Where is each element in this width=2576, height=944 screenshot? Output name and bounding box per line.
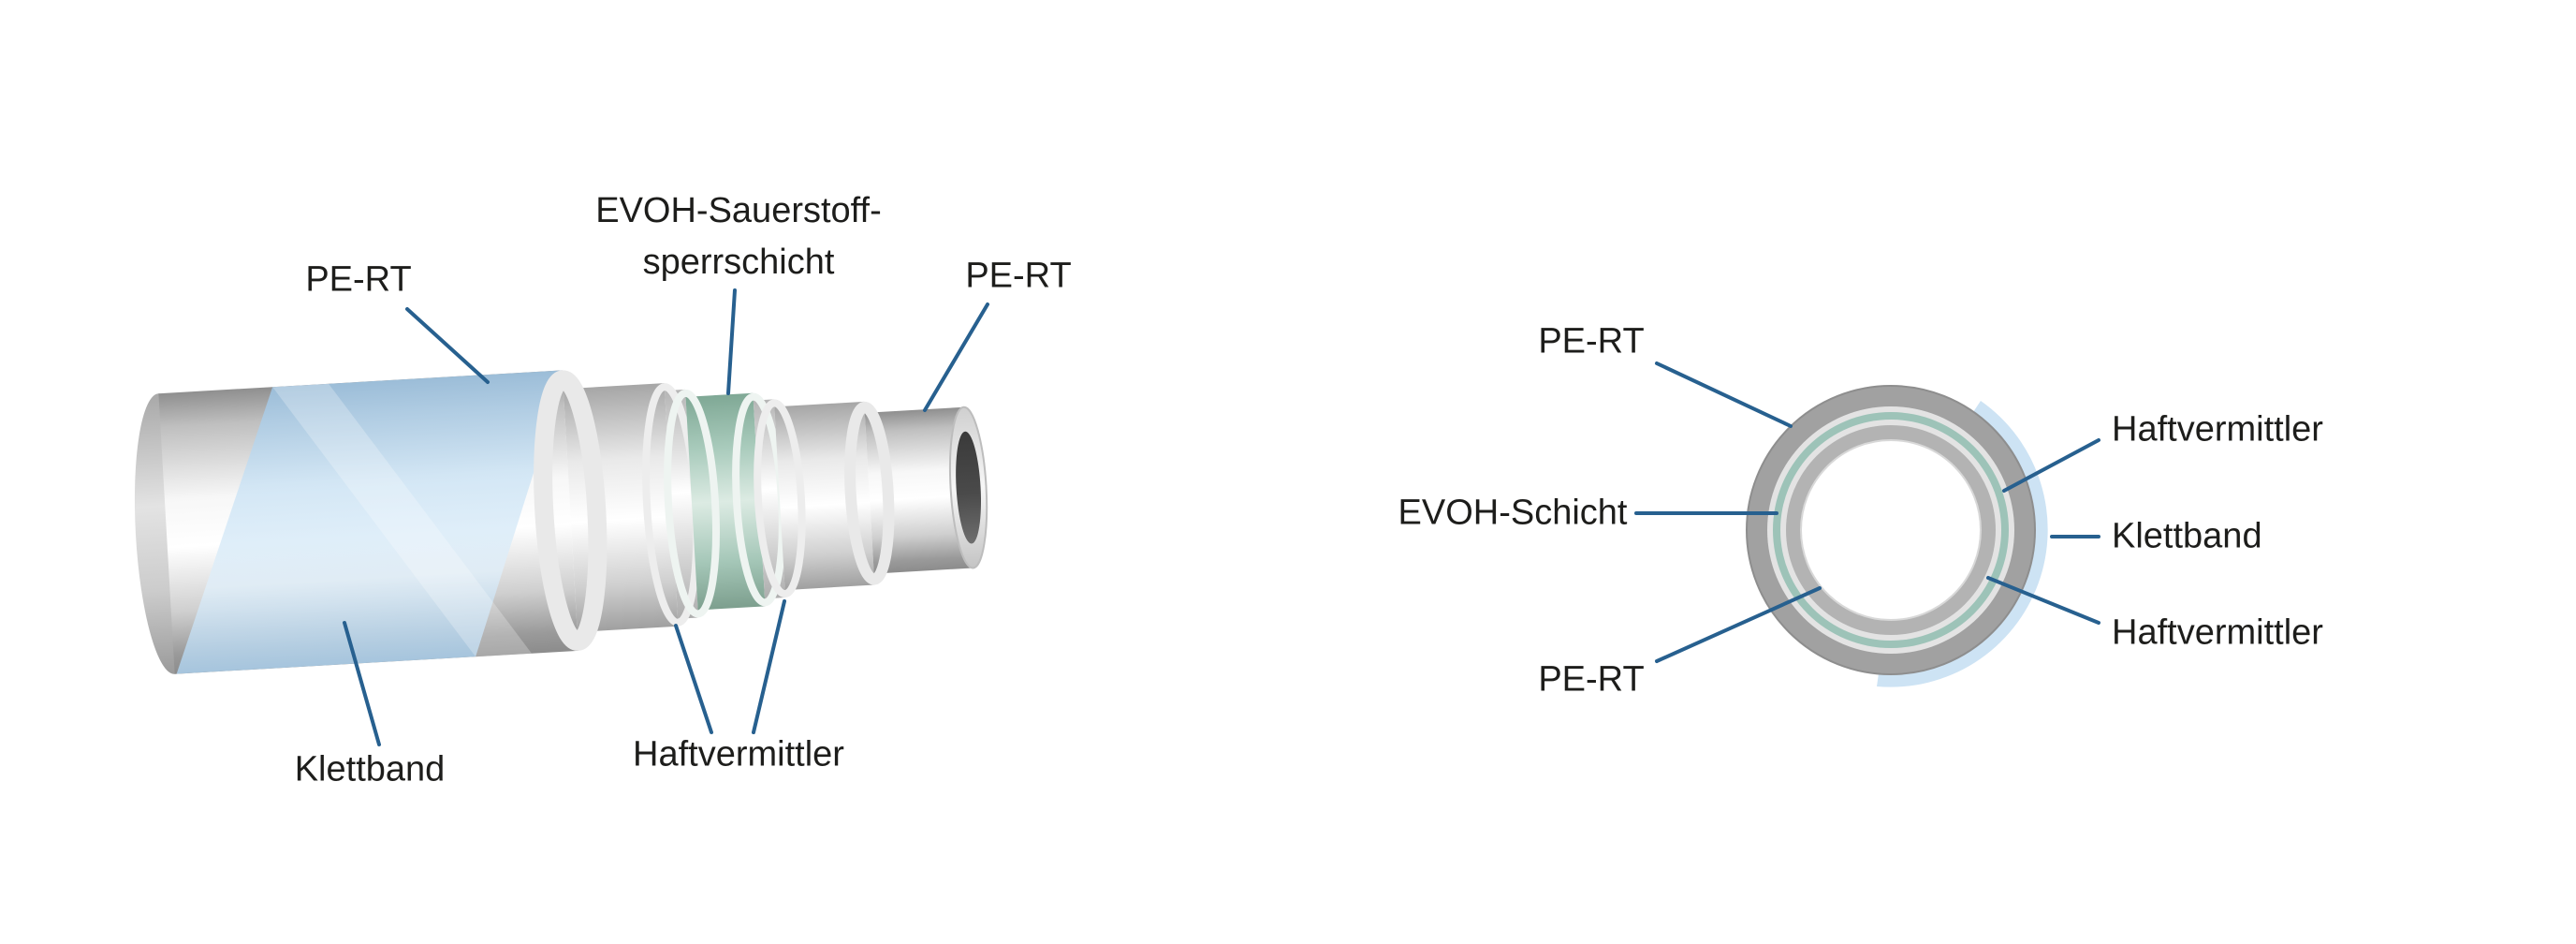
label-cs-pe-rt-outer: PE-RT (1538, 321, 1645, 361)
leader-cs-haftvermittler-outer (2002, 438, 2100, 493)
leader-cs-haftvermittler-inner (1986, 576, 2100, 625)
evoh-layer (685, 392, 766, 611)
leader-haftvermittler-b (752, 599, 786, 734)
pipe-cutaway (134, 370, 988, 674)
label-cs-haftvermittler-inner: Haftvermittler (2112, 612, 2323, 653)
pipe-mouth-bore (956, 431, 982, 544)
leader-evoh-barrier (726, 288, 737, 395)
leader-haftvermittler-a (674, 624, 713, 734)
label-cs-evoh-layer: EVOH-Schicht (1398, 493, 1628, 533)
klettband-wrap-edge (272, 383, 533, 657)
cross-bore (1800, 439, 1982, 621)
label-cutaway-haftvermittler: Haftvermittler (633, 734, 844, 774)
cut-ring-1 (534, 370, 607, 651)
label-cs-pe-rt-inner: PE-RT (1538, 659, 1645, 700)
leader-pe-rt-inner (923, 302, 989, 412)
label-cutaway-evoh-barrier: EVOH-Sauerstoff- sperrschicht (595, 190, 882, 282)
leader-klettband (343, 621, 381, 746)
cut-ring-3 (664, 389, 720, 618)
haftvermittler-layer-1 (665, 389, 699, 619)
label-cs-haftvermittler-outer: Haftvermittler (2112, 409, 2323, 450)
label-cutaway-klettband: Klettband (294, 749, 446, 789)
label-cs-klettband: Klettband (2112, 516, 2262, 556)
label-cutaway-pe-rt-inner: PE-RT (965, 256, 1072, 296)
leader-cs-pe-rt-inner (1655, 586, 1822, 663)
pipe-cross-section (1746, 385, 2048, 687)
leader-lines (343, 288, 2100, 746)
leader-pe-rt-outer (405, 307, 490, 384)
leader-cs-pe-rt-outer (1655, 361, 1793, 428)
label-cutaway-pe-rt-outer: PE-RT (305, 259, 412, 300)
klettband-wrap (176, 370, 566, 674)
cut-ring-6 (844, 401, 895, 585)
cut-ring-5 (754, 399, 806, 598)
